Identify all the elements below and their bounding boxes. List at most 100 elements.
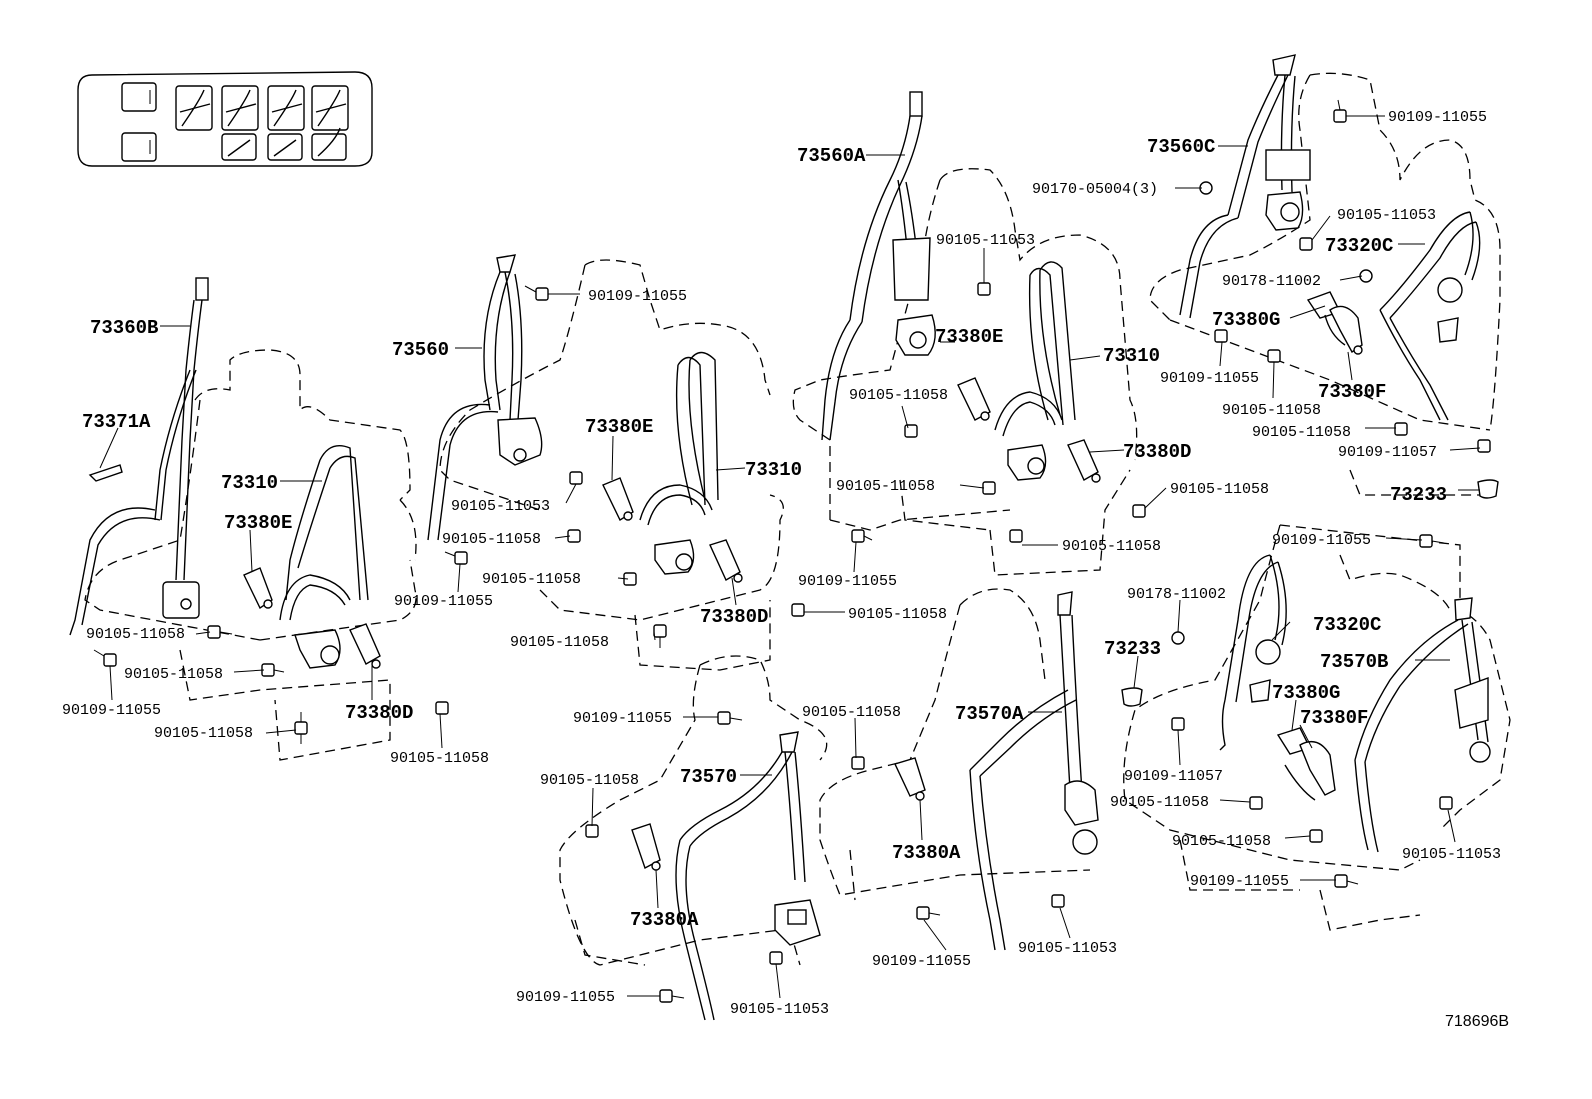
callout-label: 90105-11058 <box>1222 402 1321 419</box>
leader-lines <box>99 115 1481 999</box>
part-73233-a <box>1477 479 1499 499</box>
callout-label: 73310 <box>221 472 278 494</box>
callout-label: 90105-11058 <box>154 725 253 742</box>
callout-label: 90105-11058 <box>1170 481 1269 498</box>
callout-label: 73380D <box>345 702 413 724</box>
buckle-73380d-a <box>349 623 381 669</box>
bolt-icon <box>653 624 667 648</box>
callout-label: 90109-11055 <box>62 702 161 719</box>
bolt-icon <box>207 625 233 639</box>
belt-73310-c <box>994 261 1076 481</box>
belt-73360b <box>69 277 209 636</box>
callout-label: 90109-11055 <box>1190 873 1289 890</box>
callout-label: 73320C <box>1325 235 1393 257</box>
callout-label: 73233 <box>1390 484 1447 506</box>
seat-layout-key <box>77 71 373 167</box>
bolt-icon <box>1171 717 1185 731</box>
callout-label: 73570A <box>955 703 1024 725</box>
callout-label: 90178-11002 <box>1222 273 1321 290</box>
callout-label: 90105-11058 <box>1110 794 1209 811</box>
callout-label: 90105-11058 <box>124 666 223 683</box>
bolt-icon <box>791 603 805 617</box>
belt-73560c <box>1179 54 1311 319</box>
callout-label: 90170-05004(3) <box>1032 181 1158 198</box>
buckle-73380e-a <box>243 567 273 610</box>
callout-label: 73380E <box>935 326 1003 348</box>
callout-label: 90109-11055 <box>1272 532 1371 549</box>
callout-label: 73380F <box>1318 381 1386 403</box>
callout-label: 90105-11058 <box>802 704 901 721</box>
callout-label: 90105-11053 <box>730 1001 829 1018</box>
callout-label: 73570 <box>680 766 737 788</box>
callout-label: 90105-11053 <box>451 498 550 515</box>
bolt-icon <box>1214 329 1228 343</box>
callout-label: 90105-11053 <box>1402 846 1501 863</box>
key-seat-front-left <box>121 82 157 112</box>
callout-label: 73380E <box>224 512 292 534</box>
callout-label: 90105-11058 <box>1172 833 1271 850</box>
buckle-73380e-b <box>602 477 634 522</box>
callout-label: 90109-11055 <box>1160 370 1259 387</box>
callout-label: 90109-11055 <box>588 288 687 305</box>
callout-label: 90105-11058 <box>442 531 541 548</box>
callout-label: 90105-11058 <box>390 750 489 767</box>
bolt-icon <box>1132 504 1146 518</box>
buckle-73380e-c <box>957 377 991 421</box>
bolt-icon <box>524 285 549 301</box>
seat-outlines <box>84 72 1511 966</box>
callout-label: 90105-11053 <box>1018 940 1117 957</box>
callout-label: 90178-11002 <box>1127 586 1226 603</box>
belt-73320c-a <box>1379 211 1481 421</box>
bolt-icon <box>435 701 449 715</box>
bolt-icon <box>1051 894 1065 908</box>
callout-label: 73320C <box>1313 614 1381 636</box>
callout-label: 90109-11055 <box>516 989 615 1006</box>
bolt-icon <box>1171 631 1185 645</box>
belt-73570 <box>675 731 821 1021</box>
part-73233-b <box>1121 687 1143 707</box>
callout-label: 90109-11057 <box>1124 768 1223 785</box>
bolt-icon <box>977 275 991 296</box>
bolt-icon <box>1299 237 1313 251</box>
bolt-icon <box>717 711 743 725</box>
key-seat-row2-1 <box>175 85 213 131</box>
bolt-icon <box>93 649 117 667</box>
buckle-73380a-a <box>631 823 661 871</box>
callout-label: 73310 <box>1103 345 1160 367</box>
key-seat-row2-4 <box>311 85 349 131</box>
belt-73560a <box>821 91 936 441</box>
callout-label: 73233 <box>1104 638 1161 660</box>
bolt-icon <box>1334 874 1359 888</box>
buckle-73380f-a <box>1329 305 1363 355</box>
belt-73570a <box>969 591 1099 951</box>
key-seat-row3-2 <box>267 133 303 161</box>
callout-label: 90105-11053 <box>936 232 1035 249</box>
callout-label: 73380D <box>700 606 768 628</box>
callout-label: 90105-11058 <box>1062 538 1161 555</box>
key-seat-row2-2 <box>221 85 259 131</box>
bolt-icon <box>851 756 865 770</box>
callout-label: 90105-11058 <box>836 478 935 495</box>
callout-label: 73310 <box>745 459 802 481</box>
bolt-icon <box>1394 422 1408 436</box>
belt-73560 <box>427 254 543 541</box>
callout-label: 90109-11055 <box>394 593 493 610</box>
belt-73310-b <box>639 351 719 575</box>
bolt-icon <box>1477 439 1491 453</box>
bolt-icon <box>1419 534 1445 548</box>
callout-label: 73560C <box>1147 136 1215 158</box>
belt-73570b <box>1354 597 1491 853</box>
callout-label: 90105-11058 <box>848 606 947 623</box>
key-seat-row2-3 <box>267 85 305 131</box>
bolt-icon <box>1267 349 1281 363</box>
callout-label: 73380A <box>630 909 699 931</box>
belt-73310-a <box>279 445 369 669</box>
drawing-reference: 718696B <box>1445 1013 1509 1030</box>
bolt-icon <box>982 481 996 495</box>
belt-assemblies <box>69 54 1491 1021</box>
bolt-icon <box>659 989 685 1003</box>
bolt-icon <box>444 551 468 565</box>
bolt-icon <box>1439 796 1453 810</box>
bolt-icon <box>916 906 941 920</box>
bolt-icon <box>1333 99 1347 123</box>
